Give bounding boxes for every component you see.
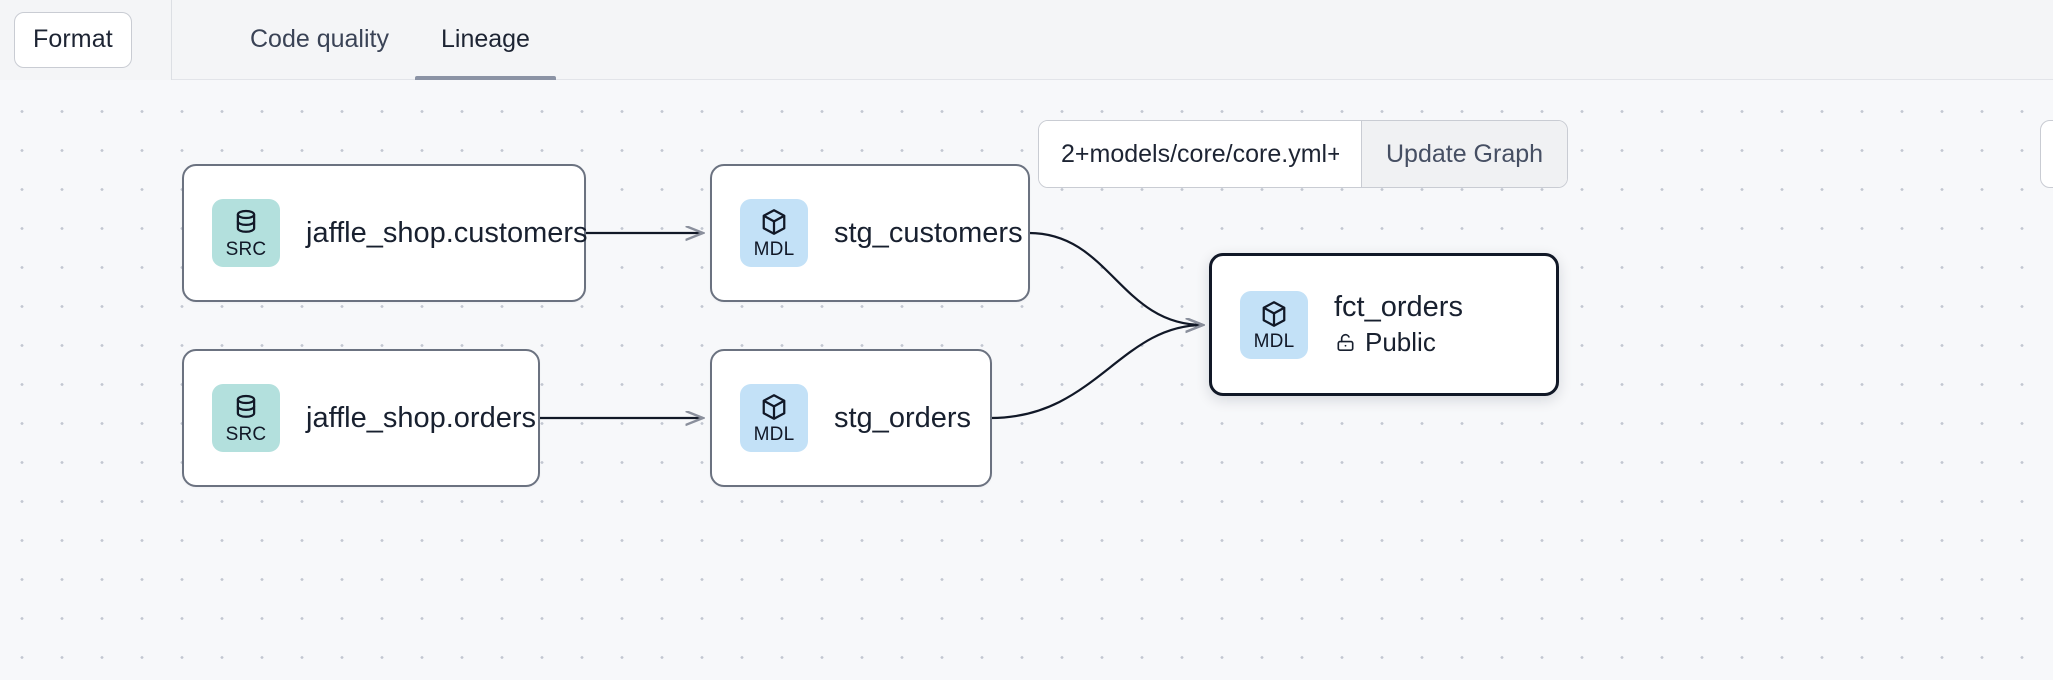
format-button-zone: Format xyxy=(0,0,172,80)
badge-label: SRC xyxy=(225,424,267,445)
node-body: jaffle_shop.orders xyxy=(306,402,536,434)
lineage-node-jaffle-shop-orders[interactable]: SRC jaffle_shop.orders xyxy=(182,349,540,487)
node-access-label: Public xyxy=(1365,327,1436,358)
model-type-badge: MDL xyxy=(740,199,808,267)
lineage-edges xyxy=(540,80,2053,680)
lineage-node-jaffle-shop-customers[interactable]: SRC jaffle_shop.customers xyxy=(182,164,588,302)
tab-code-quality-label: Code quality xyxy=(250,25,389,53)
node-body: jaffle_shop.customers xyxy=(306,217,588,249)
lineage-node-stg-customers[interactable]: MDL stg_customers xyxy=(710,164,1030,302)
badge-label: MDL xyxy=(1253,330,1295,352)
badge-label: MDL xyxy=(753,424,795,445)
tab-lineage[interactable]: Lineage xyxy=(414,0,556,80)
lineage-canvas[interactable]: SRC jaffle_shop.customers SRC jaffle_sho… xyxy=(0,80,2053,680)
badge-label: SRC xyxy=(225,239,267,260)
canvas-side-control[interactable] xyxy=(2040,120,2053,188)
tab-bar: Code quality Lineage xyxy=(172,0,556,80)
model-selector-input[interactable] xyxy=(1039,121,1361,187)
cube-icon xyxy=(762,209,786,235)
model-type-badge: MDL xyxy=(1240,290,1308,359)
node-title: jaffle_shop.orders xyxy=(306,401,537,434)
tab-lineage-label: Lineage xyxy=(440,25,530,53)
node-title: stg_orders xyxy=(834,401,972,434)
source-type-badge: SRC xyxy=(212,199,280,267)
node-title: stg_customers xyxy=(834,216,1023,249)
format-button[interactable]: Format xyxy=(14,11,132,68)
node-body: stg_orders xyxy=(834,402,971,434)
graph-selector-control: Update Graph xyxy=(1038,120,1569,188)
cube-icon xyxy=(1262,300,1286,327)
node-title: fct_orders xyxy=(1334,290,1463,323)
tab-code-quality[interactable]: Code quality xyxy=(224,0,415,80)
update-graph-button[interactable]: Update Graph xyxy=(1361,121,1568,187)
edge-stg-orders-to-fct-orders xyxy=(990,325,1203,420)
edge-stg-customers-to-fct-orders xyxy=(1028,231,1203,325)
unlock-icon xyxy=(1337,334,1354,352)
lineage-node-fct-orders[interactable]: MDL fct_orders Public xyxy=(1209,253,1559,396)
database-icon xyxy=(236,209,256,233)
source-type-badge: SRC xyxy=(212,384,280,452)
toolbar: Format Code quality Lineage xyxy=(0,0,2053,80)
model-type-badge: MDL xyxy=(740,384,808,452)
node-body: fct_orders Public xyxy=(1334,291,1463,358)
node-access-meta: Public xyxy=(1334,327,1463,358)
node-title: jaffle_shop.customers xyxy=(306,216,588,249)
node-body: stg_customers xyxy=(834,217,1023,249)
database-icon xyxy=(236,394,256,418)
cube-icon xyxy=(762,394,786,420)
badge-label: MDL xyxy=(753,239,795,260)
lineage-node-stg-orders[interactable]: MDL stg_orders xyxy=(710,349,992,487)
